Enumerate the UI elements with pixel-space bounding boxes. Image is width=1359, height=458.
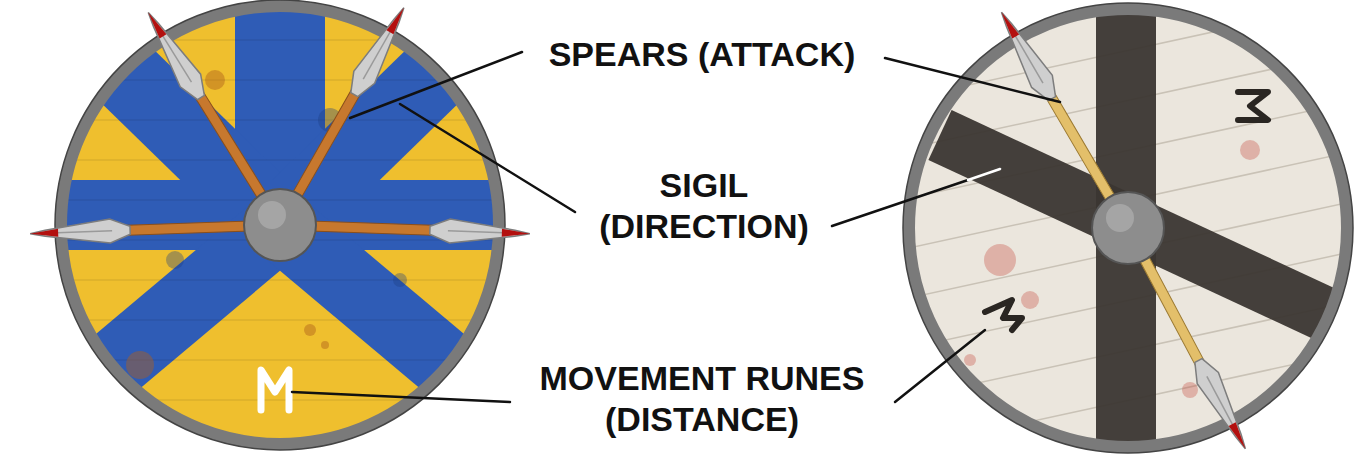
callout-label: SIGIL (DIRECTION) xyxy=(592,165,817,247)
left-shield xyxy=(0,0,560,450)
callout-label: MOVEMENT RUNES (DISTANCE) xyxy=(530,358,875,440)
leader-line-tip xyxy=(968,169,1000,180)
callout-label: SPEARS (ATTACK) xyxy=(549,34,856,75)
right-shield xyxy=(900,0,1359,458)
leader-lines xyxy=(292,52,1060,402)
